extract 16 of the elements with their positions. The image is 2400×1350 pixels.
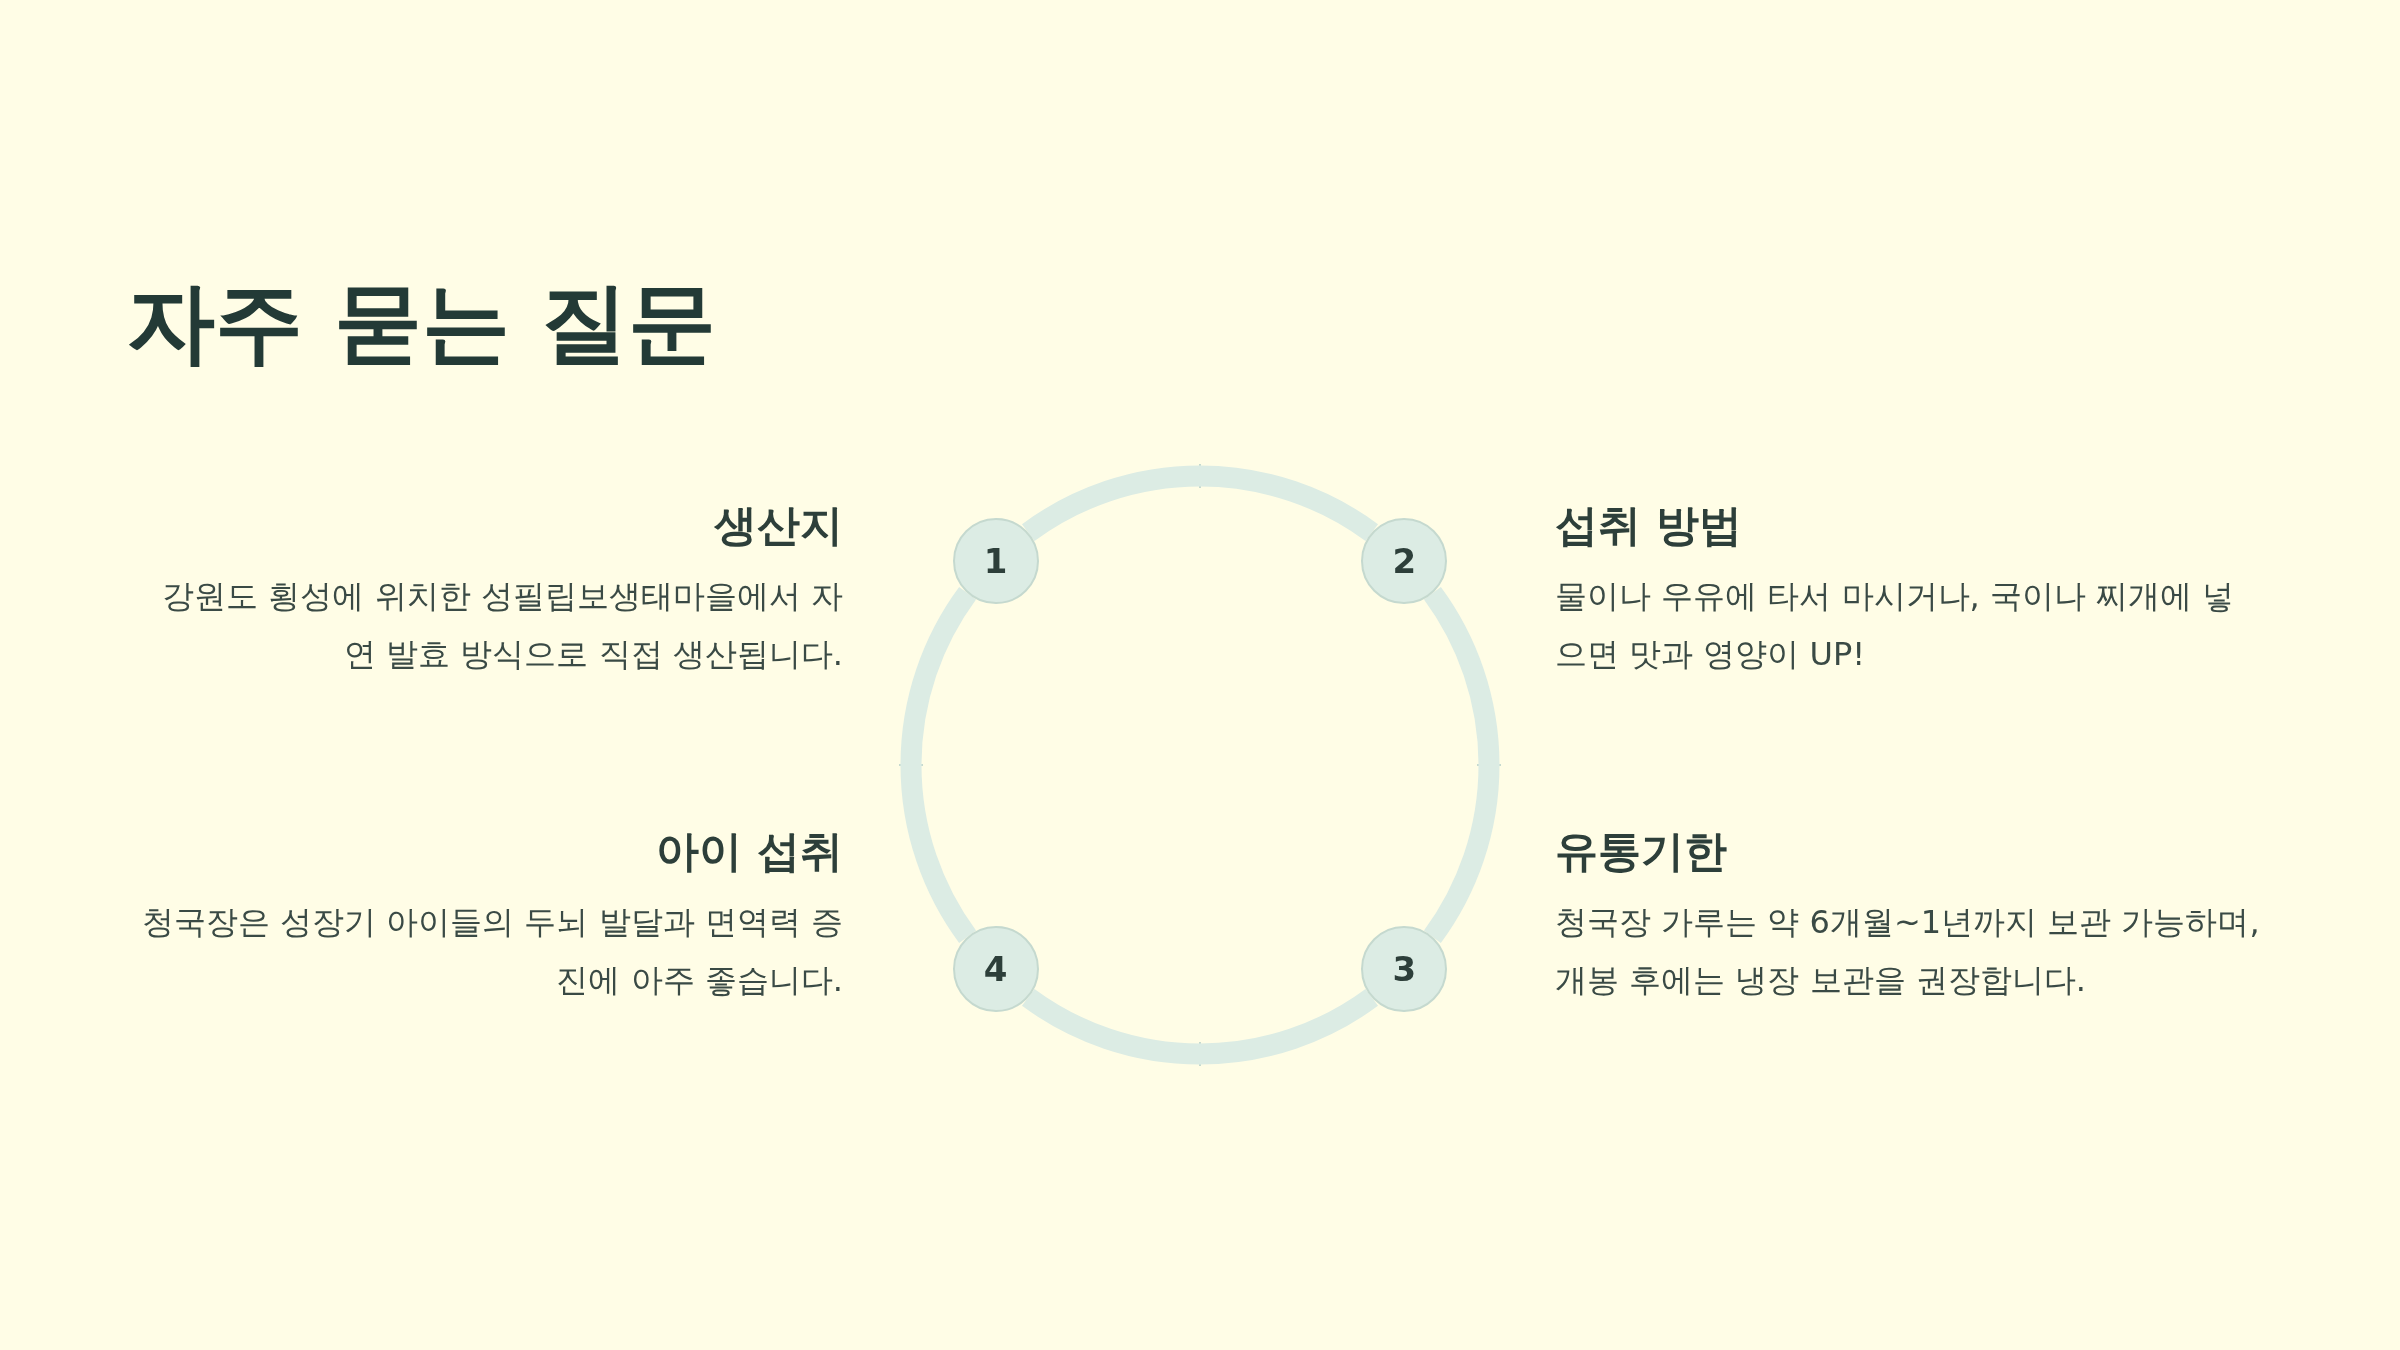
faq-answer: 청국장은 성장기 아이들의 두뇌 발달과 면역력 증진에 아주 좋습니다. [140,902,843,1001]
number-circle: 1 [952,517,1039,604]
faq-answer: 물이나 우유에 타서 마시거나, 국이나 찌개에 넣으면 맛과 영양이 UP! [1555,576,2236,675]
page-title: 자주 묻는 질문 [127,270,717,376]
number-circle: 3 [1361,926,1448,1013]
ring-segment [1022,988,1378,1065]
faq-heading: 유통기한 [1555,826,1727,878]
number-circle: 4 [952,926,1039,1013]
ring-segment [900,587,977,943]
ring-segment [1423,587,1500,943]
number-circle: 2 [1361,517,1448,604]
faq-answer: 청국장 가루는 약 6개월~1년까지 보관 가능하며, 개봉 후에는 냉장 보관을 권장합니다. [1555,902,2260,1001]
faq-heading: 생산지 [714,500,843,552]
faq-answer: 강원도 횡성에 위치한 성필립보생태마을에서 자연 발효 방식으로 직접 생산됩니다. [161,576,843,675]
faq-heading: 아이 섭취 [656,826,843,878]
faq-heading: 섭취 방법 [1555,500,1742,552]
